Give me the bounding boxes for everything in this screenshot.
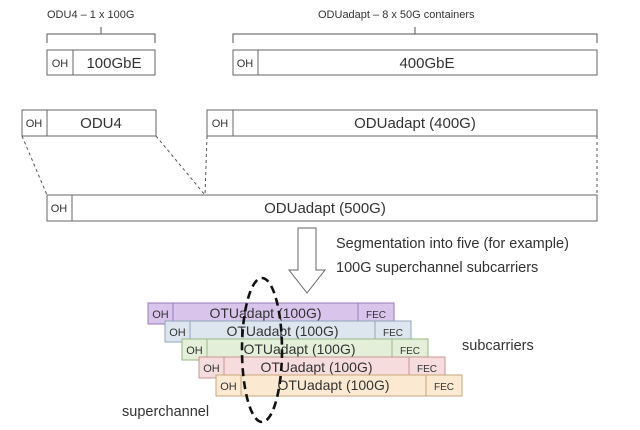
subcarrier-row: OH OTUadapt (100G) FEC [147, 302, 395, 325]
subcarrier-label: OTUadapt (100G) [277, 377, 389, 393]
odu4-right-dashed-connector [155, 135, 206, 196]
odu4-group-label: ODU4 – 1 x 100G [47, 9, 134, 21]
oduadapt500-label: ODUadapt (500G) [264, 200, 386, 217]
oduadapt400-label: ODUadapt (400G) [354, 115, 476, 132]
oduadapt500-oh: OH [51, 203, 68, 215]
subcarrier-oh: OH [186, 345, 203, 357]
subcarrier-fec: FEC [400, 346, 420, 357]
gbe400-label: 400GbE [399, 55, 454, 72]
oduadapt-bracket [232, 27, 598, 43]
subcarrier-oh: OH [203, 363, 220, 375]
superchannel-ellipse [240, 276, 284, 424]
oduadapt400-left-dashed-connector [204, 135, 208, 196]
oduadapt400-frame [206, 109, 598, 137]
subcarriers-label: subcarriers [462, 338, 534, 354]
gbe100-label: 100GbE [86, 55, 141, 72]
segmentation-text-line2: 100G superchannel subcarriers [336, 260, 538, 276]
superchannel-label: superchannel [122, 404, 209, 420]
oduadapt400-oh: OH [212, 118, 229, 130]
subcarrier-label: OTUadapt (100G) [209, 305, 321, 321]
odu4-left-dashed-connector [21, 135, 48, 196]
segmentation-text-line1: Segmentation into five (for example) [336, 236, 569, 252]
subcarrier-fec: FEC [417, 364, 437, 375]
segmentation-arrow [287, 227, 327, 294]
subcarrier-stack: OH OTUadapt (100G) FEC OH OTUadapt (100G) FEC… [147, 302, 463, 397]
subcarrier-fec: FEC [383, 328, 403, 339]
gbe100-oh: OH [52, 58, 69, 70]
subcarrier-label: OTUadapt (100G) [260, 359, 372, 375]
odu4-frame [21, 109, 157, 137]
gbe400-oh: OH [237, 58, 254, 70]
subcarrier-row: OH OTUadapt (100G) FEC [215, 374, 463, 397]
odu4-bracket [46, 27, 156, 43]
oduadapt500-frame [46, 194, 598, 222]
subcarrier-oh: OH [220, 381, 237, 393]
subcarrier-label: OTUadapt (100G) [243, 341, 355, 357]
subcarrier-fec: FEC [366, 310, 386, 321]
oduadapt-group-label: ODUadapt – 8 x 50G containers [318, 9, 475, 21]
gbe400-frame [232, 49, 598, 76]
gbe100-frame [46, 49, 156, 76]
odu4-oh: OH [26, 118, 43, 130]
subcarrier-row: OH OTUadapt (100G) FEC [198, 356, 446, 379]
odu4-label: ODU4 [80, 115, 122, 132]
subcarrier-oh: OH [169, 327, 186, 339]
subcarrier-row: OH OTUadapt (100G) FEC [181, 338, 429, 361]
subcarrier-oh: OH [152, 309, 169, 321]
subcarrier-fec: FEC [434, 382, 454, 393]
